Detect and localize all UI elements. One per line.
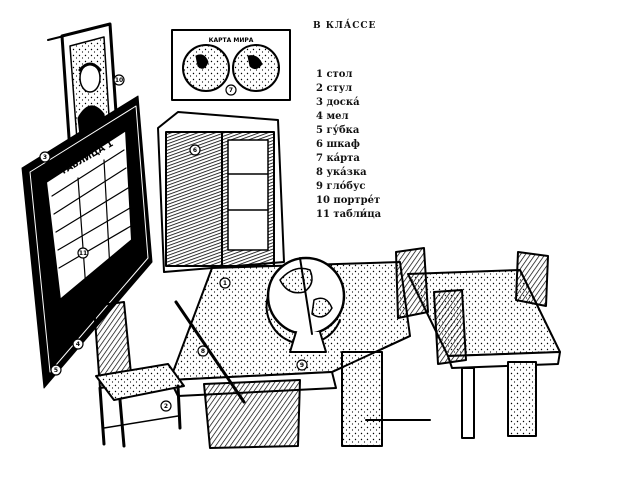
vocab-item: 9 гло́бус: [316, 181, 366, 192]
world-map: [171, 29, 291, 101]
callout-3-label: 3: [43, 154, 47, 161]
vocab-item: 11 табли́ца: [316, 209, 382, 220]
callout-6: [189, 144, 201, 156]
front-chair: [93, 301, 185, 448]
callout-7: [225, 84, 237, 96]
callout-2: [160, 400, 172, 412]
callout-9-label: 9: [300, 362, 304, 369]
callout-10: [113, 74, 125, 86]
callout-5: [50, 364, 62, 376]
pointer: [174, 300, 246, 404]
vocab-item: 4 мел: [316, 111, 349, 122]
callout-10-label: 10: [115, 77, 123, 84]
vocab-item: 2 стул: [316, 83, 353, 94]
callout-2-label: 2: [164, 403, 168, 410]
callout-1-label: 1: [223, 280, 227, 287]
callout-4: [72, 338, 84, 350]
student-desks: [365, 247, 561, 439]
vocab-item: 5 гу́бка: [316, 125, 360, 136]
callout-7-label: 7: [229, 87, 233, 94]
callout-9: [296, 359, 308, 371]
vocab-item: 1 стол: [316, 69, 353, 80]
map-title: КАРТА МИРА: [209, 37, 254, 44]
vocab-item: 10 портре́т: [316, 195, 381, 206]
vocab-item: 8 ука́зка: [316, 167, 367, 178]
callout-6-label: 6: [193, 147, 197, 154]
vocabulary-list: 1 стол 2 стул 3 доска́ 4 мел 5 гу́бка 6 …: [316, 68, 381, 222]
vocab-item: 3 доска́: [316, 97, 360, 108]
cupboard: [157, 111, 285, 273]
callout-4-label: 4: [76, 341, 80, 348]
callout-8-label: 8: [201, 348, 205, 355]
callout-11: [77, 247, 89, 259]
page-title: В КЛА́ССЕ: [313, 21, 377, 31]
globe: [265, 256, 346, 353]
blackboard: [21, 95, 153, 389]
vocab-item: 6 шкаф: [316, 139, 360, 150]
callout-1: [219, 277, 231, 289]
callout-5-label: 5: [54, 367, 58, 374]
callout-8: [197, 345, 209, 357]
callout-markers: 7 10 3 11 6 1 4 5 2 8 9: [39, 74, 308, 412]
callout-3: [39, 151, 51, 163]
callout-11-label: 11: [79, 250, 87, 257]
vocab-item: 7 ка́рта: [316, 153, 360, 164]
